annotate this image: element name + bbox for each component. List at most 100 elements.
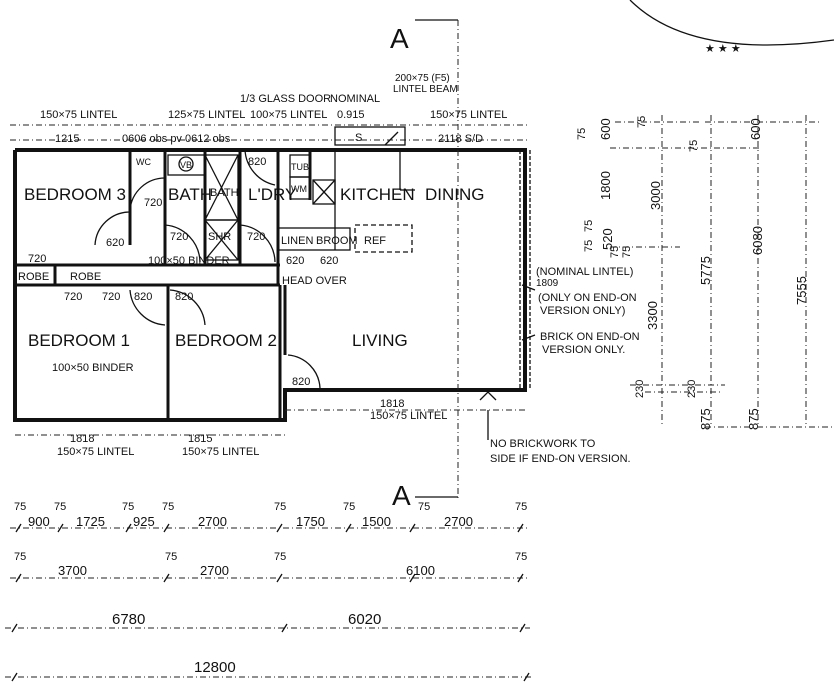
svg-text:1215: 1215 (55, 133, 79, 145)
svg-text:75: 75 (165, 551, 177, 563)
svg-text:925: 925 (133, 514, 155, 529)
svg-text:75: 75 (122, 501, 134, 513)
ref-label: REF (364, 235, 386, 247)
svg-text:900: 900 (28, 514, 50, 529)
svg-text:820: 820 (175, 291, 193, 303)
outer-walls (13, 148, 531, 422)
svg-text:7555: 7555 (794, 276, 809, 305)
svg-text:NO BRICKWORK TO: NO BRICKWORK TO (490, 438, 596, 450)
svg-text:0606 obs pv 0612 obs: 0606 obs pv 0612 obs (122, 133, 231, 145)
bottom-dimensions-row1: 75 900 75 1725 75 925 75 2700 75 1750 75… (14, 501, 527, 529)
tub-label: TUB (291, 162, 309, 172)
svg-text:875: 875 (746, 408, 761, 430)
room-living: LIVING (352, 331, 408, 350)
svg-text:1818: 1818 (380, 398, 404, 410)
svg-text:230: 230 (634, 380, 646, 398)
svg-text:75: 75 (274, 501, 286, 513)
svg-text:75: 75 (621, 246, 633, 258)
svg-text:1500: 1500 (362, 514, 391, 529)
svg-text:600: 600 (598, 118, 613, 140)
fixtures (167, 126, 415, 261)
linen-label: LINEN (281, 235, 313, 247)
bottom-dimensions-row2: 75 3700 75 2700 75 6100 75 (14, 551, 527, 578)
svg-text:2700: 2700 (200, 563, 229, 578)
svg-text:NOMINAL: NOMINAL (330, 93, 380, 105)
svg-text:720: 720 (247, 231, 265, 243)
svg-text:3000: 3000 (648, 181, 663, 210)
svg-text:3700: 3700 (58, 563, 87, 578)
svg-text:75: 75 (583, 220, 595, 232)
svg-text:75: 75 (515, 551, 527, 563)
room-bedroom3: BEDROOM 3 (24, 185, 126, 204)
svg-text:150×75 LINTEL: 150×75 LINTEL (370, 410, 447, 422)
svg-text:150×75 LINTEL: 150×75 LINTEL (182, 446, 259, 458)
section-marker-top: A (390, 23, 409, 54)
svg-text:75: 75 (162, 501, 174, 513)
room-bedroom1: BEDROOM 1 (28, 331, 130, 350)
svg-text:75: 75 (14, 551, 26, 563)
svg-text:LINTEL BEAM: LINTEL BEAM (393, 84, 458, 95)
room-dining: DINING (425, 185, 485, 204)
svg-text:620: 620 (320, 255, 338, 267)
bath-tub-label: BATH (210, 187, 239, 199)
dim-12800: 12800 (194, 659, 236, 676)
svg-text:100×50 BINDER: 100×50 BINDER (148, 255, 230, 267)
svg-text:SIDE IF END-ON VERSION.: SIDE IF END-ON VERSION. (490, 453, 631, 465)
svg-text:1800: 1800 (598, 171, 613, 200)
svg-text:75: 75 (688, 140, 700, 152)
robe-label-2: ROBE (70, 271, 101, 283)
svg-text:620: 620 (106, 237, 124, 249)
stamp-stars: ★ ★ ★ (705, 43, 741, 55)
svg-text:6100: 6100 (406, 563, 435, 578)
svg-text:75: 75 (583, 240, 595, 252)
interior-dimensions: 820 720 620 720 720 720 100×50 BINDER 62… (28, 156, 447, 458)
sink-label: S (355, 132, 362, 144)
svg-text:150×75 LINTEL: 150×75 LINTEL (57, 446, 134, 458)
svg-text:VERSION ONLY.: VERSION ONLY. (542, 344, 625, 356)
svg-text:200×75 (F5): 200×75 (F5) (395, 73, 450, 84)
stamp-arc (629, 0, 834, 46)
svg-text:1815: 1815 (188, 433, 212, 445)
svg-text:6080: 6080 (750, 226, 765, 255)
room-bedroom2: BEDROOM 2 (175, 331, 277, 350)
dim-ticks (11, 523, 530, 682)
svg-text:75: 75 (418, 501, 430, 513)
svg-text:820: 820 (292, 376, 310, 388)
svg-text:VERSION ONLY): VERSION ONLY) (540, 305, 625, 317)
svg-text:820: 820 (134, 291, 152, 303)
room-laundry: L'DRY (248, 185, 296, 204)
svg-text:75: 75 (609, 246, 621, 258)
svg-text:150×75 LINTEL: 150×75 LINTEL (40, 109, 117, 121)
svg-text:1818: 1818 (70, 433, 94, 445)
room-bath: BATH (168, 185, 212, 204)
dim-6780: 6780 (112, 611, 145, 628)
vertical-dim-lines (610, 115, 834, 428)
svg-text:720: 720 (64, 291, 82, 303)
svg-text:75: 75 (576, 128, 588, 140)
section-marker-bottom: A (392, 480, 411, 511)
svg-text:75: 75 (274, 551, 286, 563)
wm-label: WM (291, 184, 307, 194)
svg-text:2700: 2700 (444, 514, 473, 529)
top-notes: 150×75 LINTEL 125×75 LINTEL 1/3 GLASS DO… (40, 73, 507, 145)
svg-text:720: 720 (102, 291, 120, 303)
svg-text:125×75 LINTEL: 125×75 LINTEL (168, 109, 245, 121)
svg-text:1750: 1750 (296, 514, 325, 529)
robe-label-1: ROBE (18, 271, 49, 283)
broom-label: BROOM (316, 235, 358, 247)
svg-text:720: 720 (170, 231, 188, 243)
vb-label: VB (180, 160, 192, 170)
dim-6020: 6020 (348, 611, 381, 628)
svg-text:BRICK ON END-ON: BRICK ON END-ON (540, 331, 640, 343)
svg-text:(ONLY ON END-ON: (ONLY ON END-ON (538, 292, 637, 304)
svg-text:230: 230 (686, 380, 698, 398)
svg-text:0.915: 0.915 (337, 109, 365, 121)
svg-text:HEAD OVER: HEAD OVER (282, 275, 347, 287)
svg-text:620: 620 (286, 255, 304, 267)
svg-text:150×75 LINTEL: 150×75 LINTEL (430, 109, 507, 121)
svg-text:875: 875 (698, 408, 713, 430)
vertical-dimensions: 75 600 75 75 600 1800 3000 75 75 520 75 … (576, 116, 809, 430)
svg-text:1809: 1809 (536, 278, 559, 289)
svg-text:1/3 GLASS DOOR: 1/3 GLASS DOOR (240, 93, 331, 105)
